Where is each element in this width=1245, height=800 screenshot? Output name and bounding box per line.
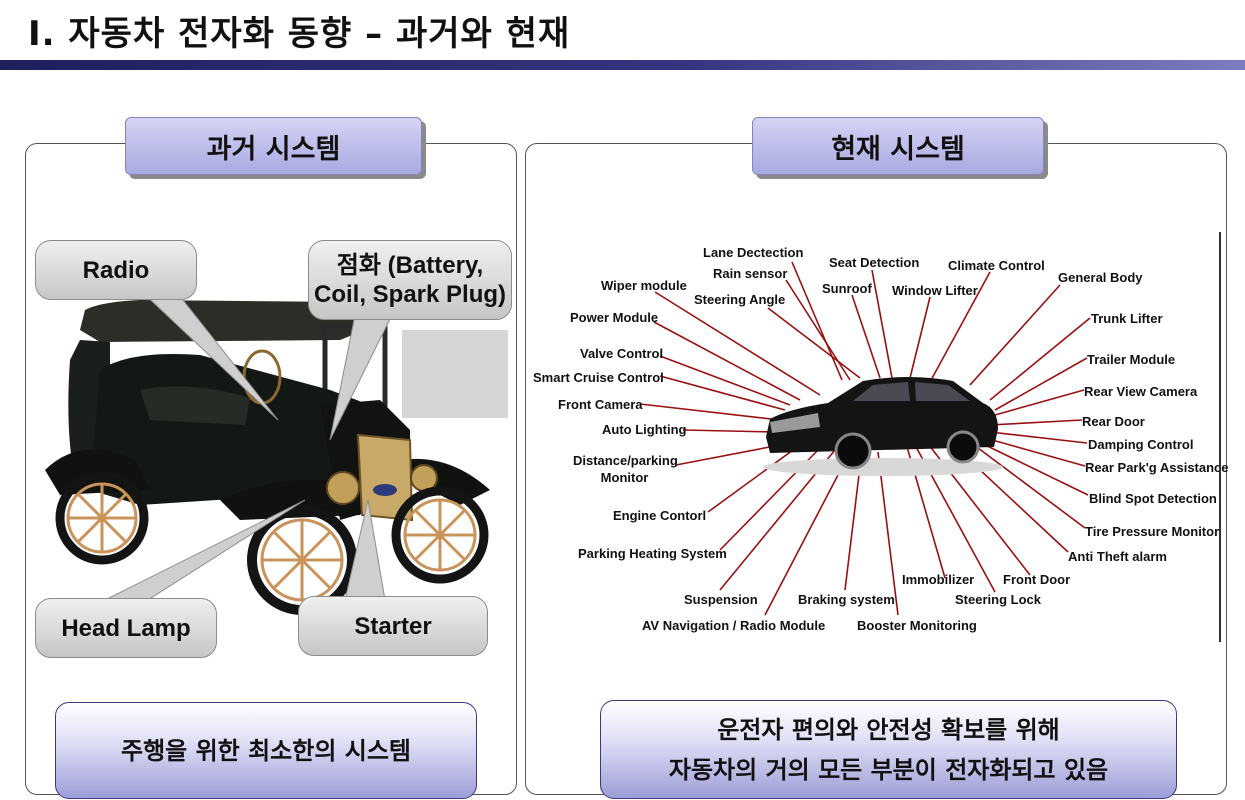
callout-starter-label: Starter <box>354 612 432 640</box>
label-damping-control: Damping Control <box>1088 437 1194 452</box>
present-system-tag: 현재 시스템 <box>752 117 1044 175</box>
label-blind-spot-detection: Blind Spot Detection <box>1089 491 1217 506</box>
label-smart-cruise-control: Smart Cruise Control <box>533 370 664 385</box>
modern-sedan-illustration <box>763 377 1003 476</box>
label-rear-park-assistance: Rear Park'g Assistance <box>1085 460 1229 475</box>
label-anti-theft-alarm: Anti Theft alarm <box>1068 549 1167 564</box>
past-system-tag: 과거 시스템 <box>125 117 422 175</box>
label-suspension: Suspension <box>684 592 758 607</box>
label-power-module: Power Module <box>570 310 659 325</box>
label-distance-line2: Monitor <box>600 470 649 485</box>
label-front-door: Front Door <box>1003 572 1071 587</box>
label-rain-sensor: Rain sensor <box>713 266 788 281</box>
label-parking-heating-system: Parking Heating System <box>578 546 727 561</box>
title-underline-bar <box>0 60 1245 70</box>
callout-ignition: 점화 (Battery, Coil, Spark Plug) <box>308 240 512 320</box>
label-engine-control: Engine Contorl <box>613 508 707 523</box>
label-front-camera: Front Camera <box>558 397 643 412</box>
label-trunk-lifter: Trunk Lifter <box>1091 311 1163 326</box>
callout-radio: Radio <box>35 240 197 300</box>
callout-ignition-line1: 점화 (Battery, <box>336 252 484 279</box>
label-steering-angle: Steering Angle <box>694 292 786 307</box>
present-summary-line2: 자동차의 거의 모든 부분이 전자화되고 있음 <box>668 755 1109 784</box>
callout-starter: Starter <box>298 596 488 656</box>
label-wiper-module: Wiper module <box>601 278 687 293</box>
label-lane-detection: Lane Dectection <box>703 245 804 260</box>
label-tire-pressure-monitor: Tire Pressure Monitor <box>1085 524 1220 539</box>
page-title: Ⅰ. 자동차 전자화 동향 – 과거와 현재 <box>28 14 571 54</box>
callout-head-lamp: Head Lamp <box>35 598 217 658</box>
label-auto-lighting: Auto Lighting <box>602 422 687 437</box>
label-rear-view-camera: Rear View Camera <box>1084 384 1198 399</box>
callout-head-lamp-label: Head Lamp <box>61 614 191 642</box>
label-general-body: General Body <box>1058 270 1143 285</box>
label-steering-lock: Steering Lock <box>955 592 1041 607</box>
past-summary-text: 주행을 위한 최소한의 시스템 <box>120 736 412 765</box>
label-climate-control: Climate Control <box>948 258 1045 273</box>
label-valve-control: Valve Control <box>580 346 664 361</box>
right-edge-divider <box>1219 232 1221 642</box>
label-distance-parking-monitor: Distance/parking Monitor <box>573 452 678 486</box>
label-immobilizer: Immobilizer <box>902 572 975 587</box>
gray-image-placeholder <box>402 330 508 418</box>
present-summary-box: 운전자 편의와 안전성 확보를 위해 자동차의 거의 모든 부분이 전자화되고 … <box>600 700 1177 799</box>
label-av-navigation-radio: AV Navigation / Radio Module <box>642 618 826 633</box>
past-summary-box: 주행을 위한 최소한의 시스템 <box>55 702 477 799</box>
label-rear-door: Rear Door <box>1082 414 1145 429</box>
label-trailer-module: Trailer Module <box>1087 352 1176 367</box>
label-distance-line1: Distance/parking <box>573 453 678 468</box>
label-booster-monitoring: Booster Monitoring <box>857 618 977 633</box>
label-sunroof: Sunroof <box>822 281 872 296</box>
callout-ignition-line2: Coil, Spark Plug) <box>313 281 507 308</box>
present-summary-line1: 운전자 편의와 안전성 확보를 위해 <box>717 715 1060 744</box>
label-braking-system: Braking system <box>798 592 895 607</box>
label-seat-detection: Seat Detection <box>829 255 920 270</box>
callout-radio-label: Radio <box>82 256 150 284</box>
label-window-lifter: Window Lifter <box>892 283 978 298</box>
